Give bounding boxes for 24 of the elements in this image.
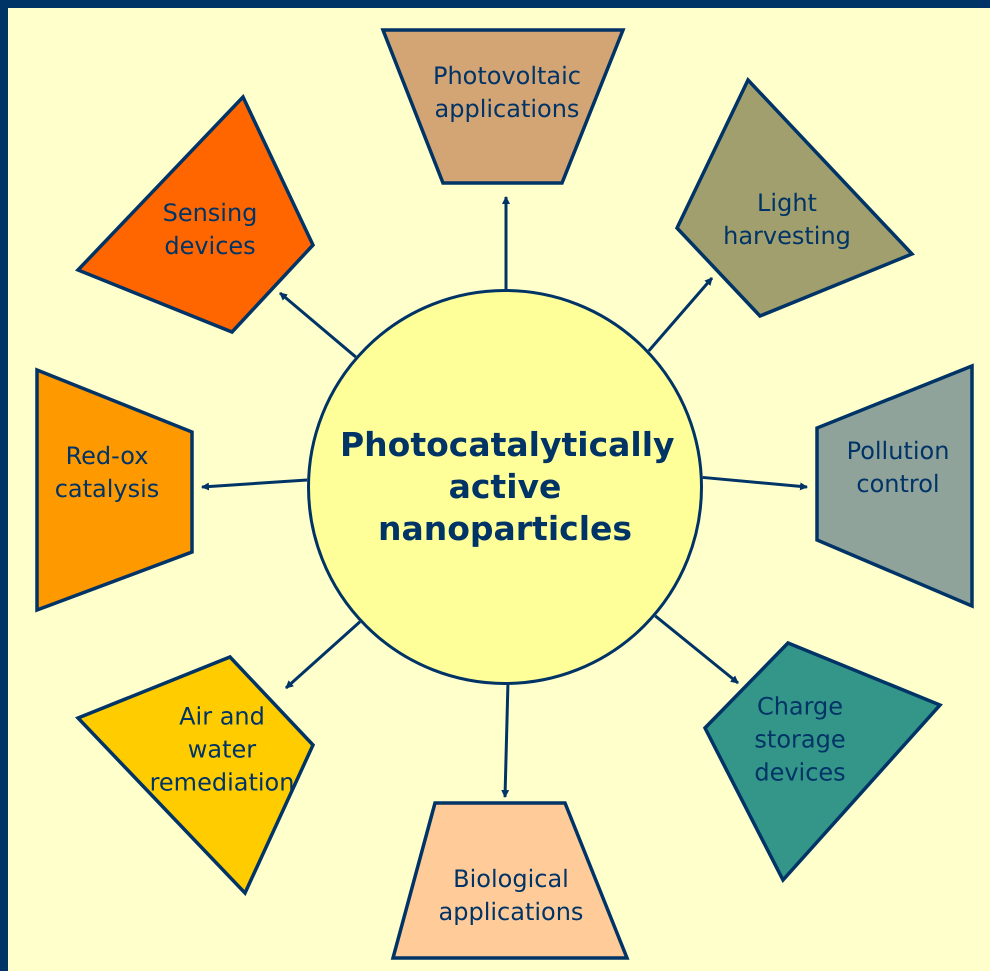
arrow [279,292,357,358]
arrow [654,614,739,684]
node-label: Charge storage devices [753,692,847,788]
trapezoid-box [380,27,626,186]
trapezoid-box [390,800,630,961]
node-label: Light harvesting [722,188,852,252]
trapezoid-box [34,367,195,613]
arrow [501,684,510,798]
node-label: Pollution control [846,436,950,500]
trapezoid-box [814,363,975,609]
pentagon-box [75,94,316,335]
arrow [502,196,510,289]
node-label: Sensing devices [162,198,258,262]
pentagon-box [702,640,943,883]
node-label: Red-ox catalysis [54,441,160,505]
node-label: Photovoltaic applications [432,61,582,125]
arrow [285,620,361,690]
pentagon-box [75,654,316,896]
arrow [702,476,808,490]
arrow [201,478,308,491]
node-label: Air and water remediation [148,702,296,798]
pentagon-box [674,77,915,319]
node-label: Biological applications [438,864,584,928]
arrow [648,277,714,352]
